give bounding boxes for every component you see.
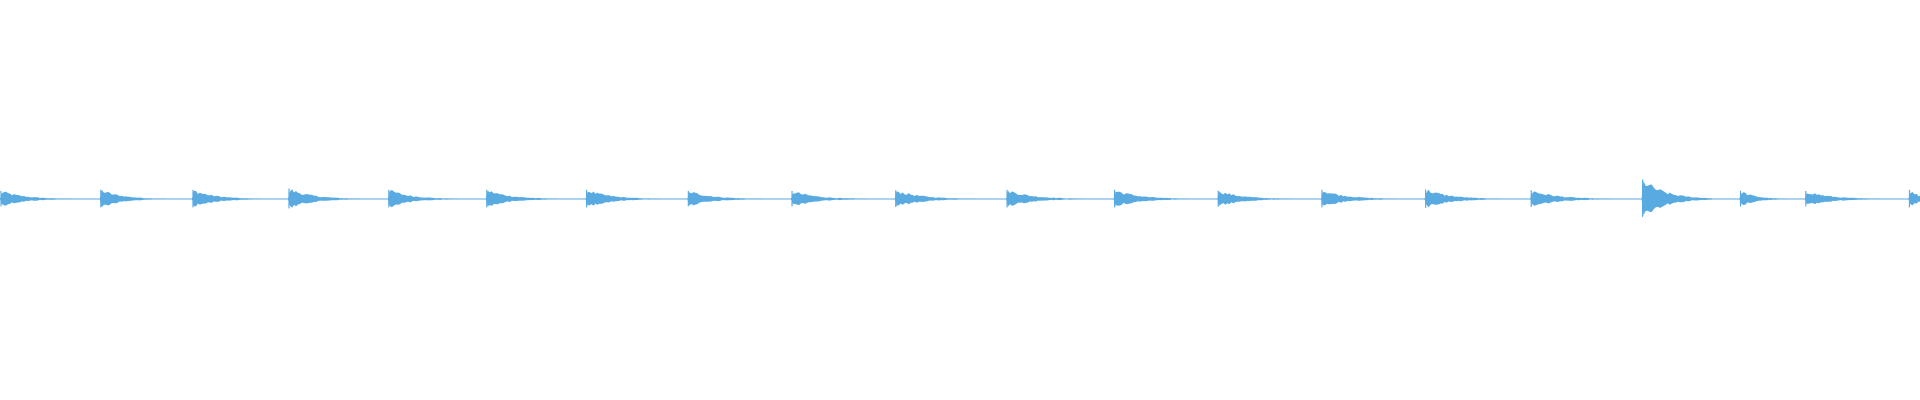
waveform-note-18 — [1739, 192, 1787, 205]
waveform-note-6 — [485, 190, 558, 207]
waveform-note-14 — [1321, 192, 1396, 206]
waveform-note-7 — [585, 191, 659, 206]
waveform-note-10 — [894, 191, 975, 206]
waveform-note-8 — [687, 192, 762, 206]
waveform-note-4 — [288, 189, 360, 208]
waveform-note-16 — [1530, 191, 1611, 206]
waveform-note-13 — [1217, 191, 1292, 206]
waveform-note-17 — [1641, 181, 1713, 216]
waveform-note-11 — [1006, 190, 1084, 207]
waveform-note-9 — [791, 192, 866, 205]
waveform-notes — [0, 179, 1920, 217]
waveform-note-3 — [192, 190, 262, 207]
waveform-note-19 — [1804, 193, 1880, 205]
waveform-note-1 — [0, 191, 72, 206]
waveform-note-20 — [1908, 191, 1920, 206]
waveform-note-15 — [1424, 189, 1501, 208]
waveform-note-2 — [99, 190, 167, 208]
waveform-note-12 — [1113, 191, 1189, 206]
waveform-note-5 — [387, 189, 459, 208]
